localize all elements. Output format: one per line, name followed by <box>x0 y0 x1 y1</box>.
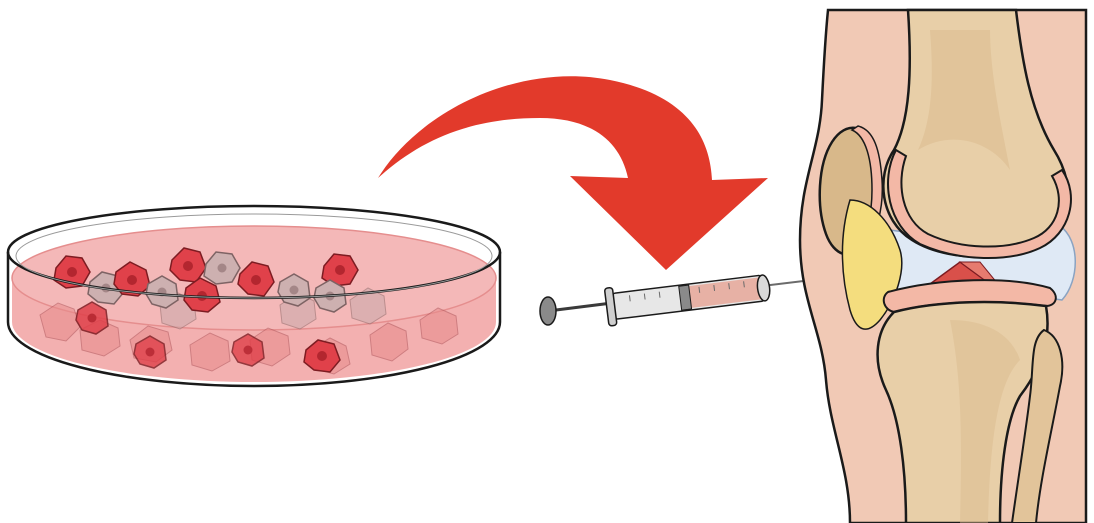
syringe-fill <box>687 277 763 308</box>
petri-dish <box>8 206 500 386</box>
knee-joint <box>800 10 1086 523</box>
syringe-plunger-cap <box>540 297 556 325</box>
transfer-arrow <box>378 76 768 270</box>
arrow-shape <box>378 76 768 270</box>
